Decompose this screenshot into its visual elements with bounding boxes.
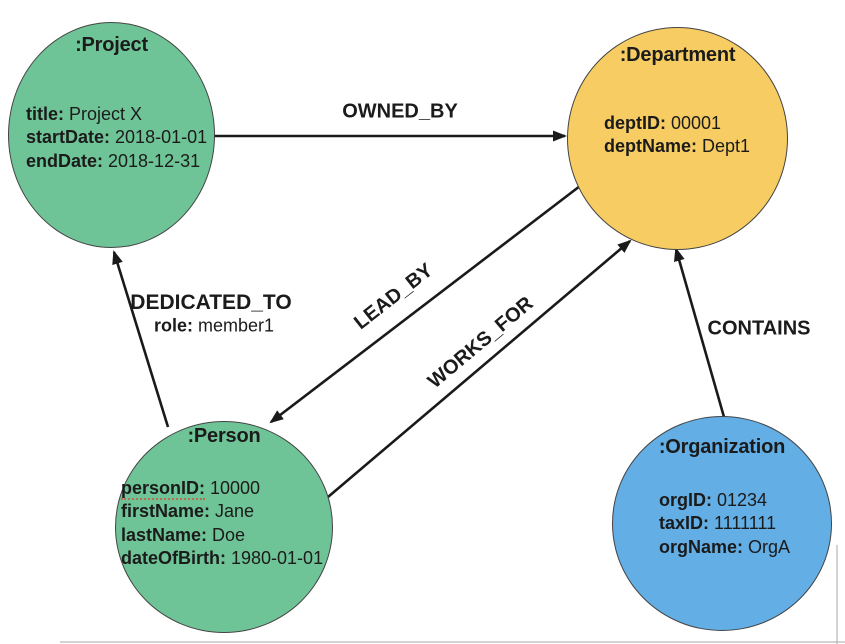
property-value: OrgA [748, 536, 791, 557]
node-department-label: :Department [619, 44, 736, 66]
edge-lead-by-label: LEAD_BY [350, 259, 438, 335]
property-row: orgID:01234 [659, 489, 790, 512]
node-organization-properties: orgID:01234 taxID:1111111 orgName:OrgA [659, 489, 790, 559]
page-edge-artifact [836, 545, 838, 644]
property-key: orgName: [659, 536, 744, 557]
edge-contains-label: CONTAINS [707, 317, 811, 340]
property-row: orgName:OrgA [659, 536, 790, 559]
node-department: :Department deptID:00001 deptName:Dept1 [567, 27, 788, 250]
edge-dedicated-to-line [112, 250, 170, 428]
property-key: lastName: [121, 524, 208, 545]
property-key: personID: [121, 478, 206, 500]
property-row: deptName:Dept1 [604, 135, 750, 158]
property-row: endDate:2018-12-31 [26, 150, 207, 173]
property-value: Jane [215, 501, 255, 522]
property-value: Dept1 [702, 136, 751, 157]
property-value: 00001 [671, 113, 722, 133]
edge-owned-by-label: OWNED_BY [342, 100, 458, 123]
property-value: 01234 [717, 490, 768, 510]
property-key: firstName: [121, 501, 211, 522]
node-person: :Person personID:10000 firstName:Jane la… [115, 421, 333, 633]
property-value: Project X [69, 104, 143, 124]
edge-property-value: member1 [197, 315, 275, 336]
property-key: startDate: [26, 127, 111, 148]
edge-works-for-label: WORKS_FOR [423, 292, 538, 393]
node-project-label: :Project [75, 34, 148, 56]
property-value: Doe [212, 524, 246, 545]
property-key: endDate: [26, 150, 104, 171]
property-key: deptName: [604, 136, 698, 157]
page-edge-artifact [60, 641, 845, 643]
property-key: taxID: [659, 513, 710, 534]
property-row: firstName:Jane [121, 500, 323, 523]
property-value: 10000 [210, 478, 261, 498]
property-key: title: [26, 104, 64, 124]
property-key: orgID: [659, 490, 712, 510]
node-project: :Project title:Project X startDate:2018-… [8, 22, 215, 248]
property-key: dateOfBirth: [121, 548, 226, 569]
property-row: personID:10000 [121, 477, 323, 500]
property-row: startDate:2018-01-01 [26, 126, 207, 149]
property-row: lastName:Doe [121, 524, 323, 547]
property-row: taxID:1111111 [659, 512, 790, 535]
property-row: deptID:00001 [604, 112, 750, 135]
node-person-properties: personID:10000 firstName:Jane lastName:D… [121, 477, 323, 571]
node-person-label: :Person [187, 425, 261, 447]
property-row: dateOfBirth:1980-01-01 [121, 547, 323, 570]
property-value: 1980-01-01 [231, 548, 324, 569]
property-row: title:Project X [26, 103, 207, 126]
edge-dedicated-to-property: role:member1 [154, 316, 274, 337]
edge-works-for-line [327, 239, 632, 498]
edge-property-key: role: [153, 315, 193, 336]
property-value: 2018-12-31 [108, 150, 201, 171]
property-value: 1111111 [714, 513, 777, 534]
node-department-properties: deptID:00001 deptName:Dept1 [604, 112, 750, 159]
node-organization: :Organization orgID:01234 taxID:1111111 … [612, 416, 832, 631]
edge-dedicated-to-label: DEDICATED_TO [130, 291, 292, 314]
property-key: deptID: [604, 113, 666, 133]
node-organization-label: :Organization [658, 436, 786, 458]
node-project-properties: title:Project X startDate:2018-01-01 end… [26, 103, 207, 173]
property-value: 2018-01-01 [115, 127, 208, 148]
